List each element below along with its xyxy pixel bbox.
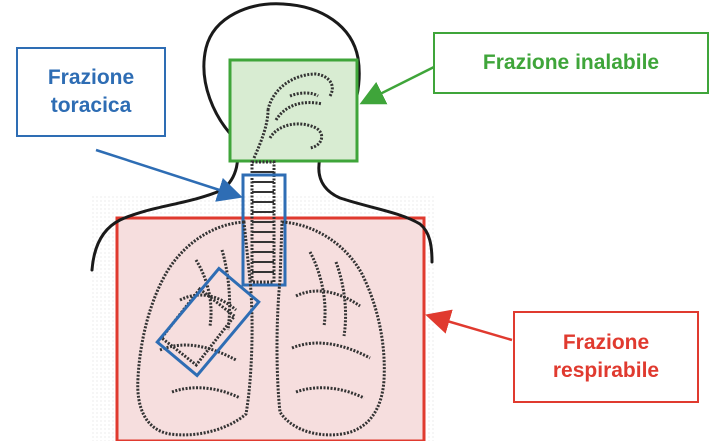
thoracic-arrow xyxy=(96,150,238,196)
thoracic-label-line2: toracica xyxy=(48,92,134,120)
respirable-fraction-label: Frazione respirabile xyxy=(513,311,699,403)
inhalable-label-text: Frazione inalabile xyxy=(483,49,659,77)
respirable-arrow xyxy=(430,316,512,340)
respirable-label-line2: respirabile xyxy=(553,357,659,385)
thoracic-label-line1: Frazione xyxy=(48,64,134,92)
inhalable-region xyxy=(230,60,357,161)
inhalable-fraction-label: Frazione inalabile xyxy=(433,32,709,94)
inhalable-arrow xyxy=(364,66,436,102)
respirable-label-line1: Frazione xyxy=(553,329,659,357)
thoracic-fraction-label: Frazione toracica xyxy=(16,47,166,137)
